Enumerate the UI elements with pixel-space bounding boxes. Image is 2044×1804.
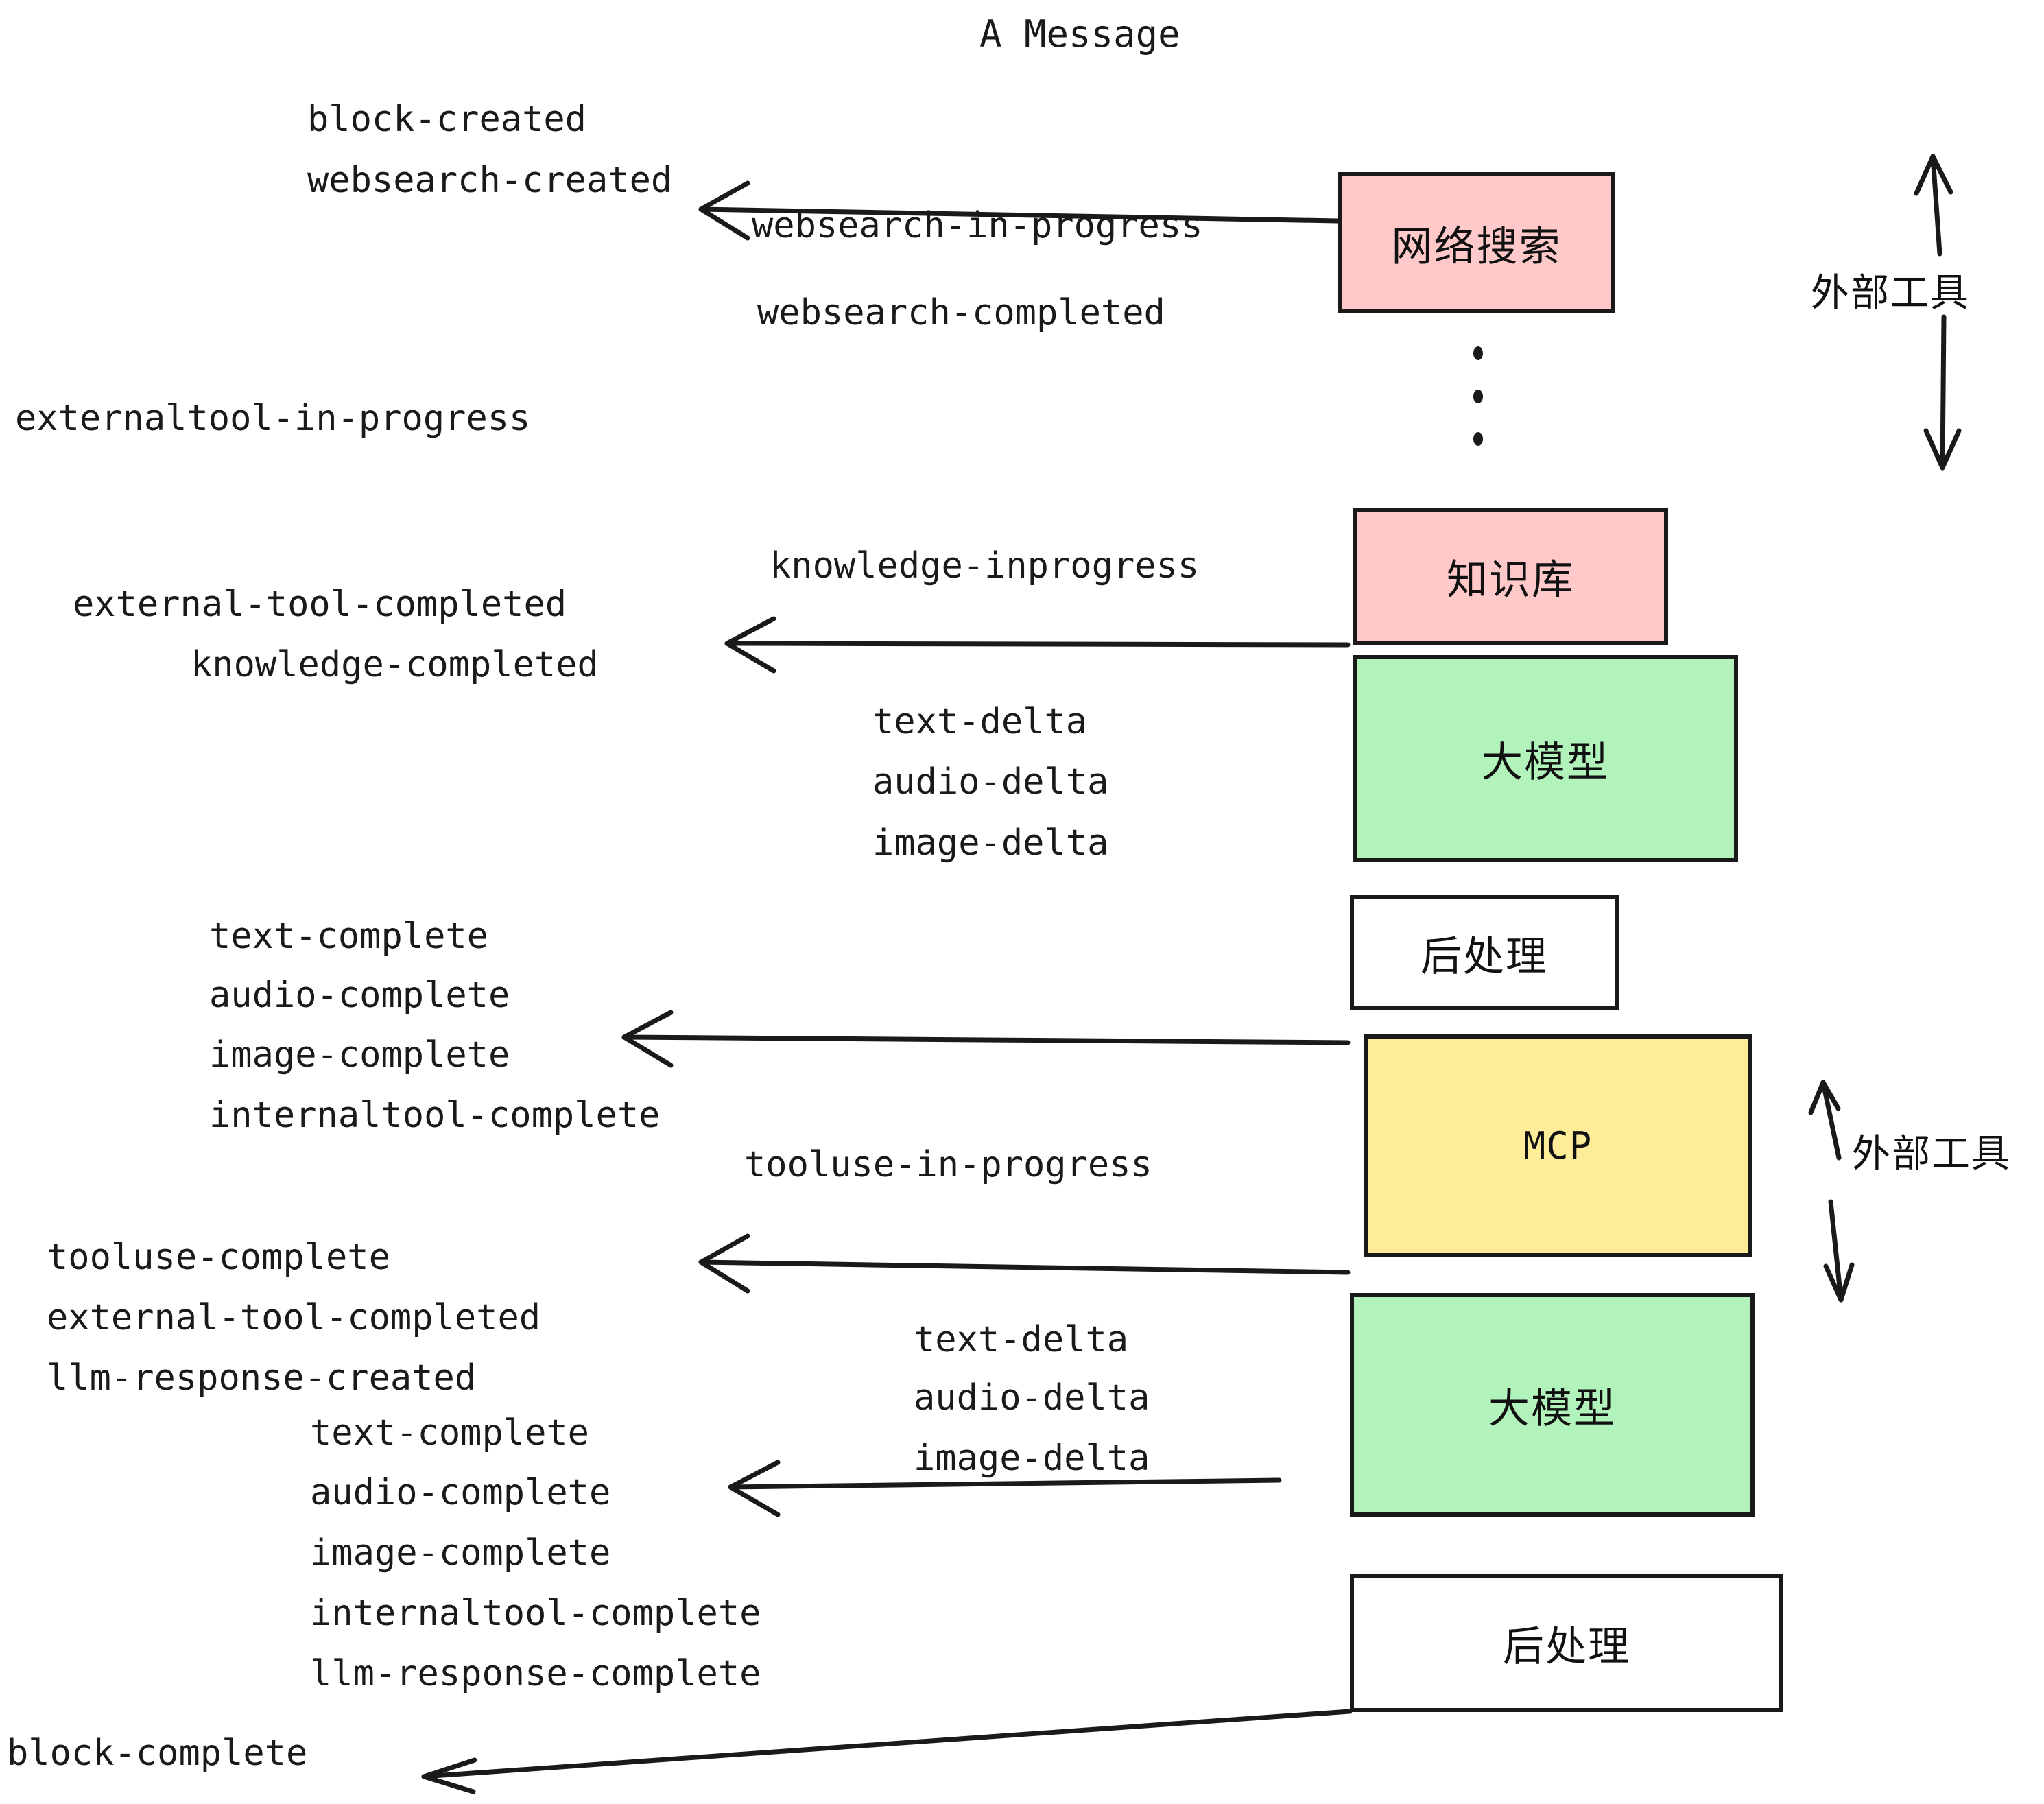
event-audio-complete-1: audio-complete (209, 975, 510, 1016)
event-external-tool-completed-2: external-tool-completed (47, 1297, 541, 1338)
event-tooluse-in-progress: tooluse-in-progress (744, 1144, 1152, 1185)
node-websearch-label: 网络搜索 (1391, 222, 1562, 271)
event-llm-response-complete: llm-response-complete (310, 1653, 761, 1694)
event-text-complete-2: text-complete (310, 1412, 589, 1453)
node-mcp-label: MCP (1523, 1124, 1593, 1167)
event-tooluse-complete: tooluse-complete (47, 1237, 390, 1278)
node-llm-top-label: 大模型 (1482, 738, 1609, 787)
event-image-delta-2: image-delta (914, 1438, 1150, 1479)
arrow-llm-bottom-to-left (728, 1477, 1282, 1490)
event-websearch-created: websearch-created (307, 160, 673, 201)
node-llm-bottom-label: 大模型 (1488, 1384, 1616, 1433)
event-audio-delta-1: audio-delta (872, 761, 1109, 803)
event-knowledge-completed: knowledge-completed (191, 644, 599, 685)
arrow-external-tools-bottom-down (1828, 1199, 1844, 1303)
arrow-external-tools-bottom-up (1820, 1080, 1842, 1161)
event-internaltool-complete-1: internaltool-complete (209, 1095, 661, 1136)
event-internaltool-complete-2: internaltool-complete (310, 1593, 761, 1634)
event-block-complete: block-complete (7, 1733, 308, 1774)
ellipsis-dot (1473, 432, 1483, 446)
node-postprocess-bottom[interactable]: 后处理 (1350, 1574, 1783, 1712)
arrow-mcp-to-left (698, 1259, 1351, 1275)
node-knowledge-label: 知识库 (1447, 556, 1574, 604)
arrow-external-tools-top-up (1930, 154, 1942, 257)
arrow-knowledge-to-left (724, 641, 1351, 648)
node-llm-top[interactable]: 大模型 (1353, 655, 1738, 862)
vertical-ellipsis (1473, 346, 1484, 446)
event-audio-complete-2: audio-complete (310, 1472, 611, 1513)
event-knowledge-inprogress: knowledge-inprogress (770, 545, 1200, 586)
external-tools-label-top: 外部工具 (1811, 271, 1970, 316)
node-websearch[interactable]: 网络搜索 (1338, 172, 1615, 313)
node-llm-bottom[interactable]: 大模型 (1350, 1293, 1755, 1517)
arrow-external-tools-top-down (1940, 314, 1947, 471)
node-postprocess-bottom-label: 后处理 (1503, 1622, 1630, 1671)
ellipsis-dot (1473, 346, 1483, 360)
page-title: A Message (979, 12, 1180, 56)
node-mcp[interactable]: MCP (1364, 1034, 1752, 1257)
event-external-tool-completed-1: external-tool-completed (73, 584, 567, 625)
event-text-complete-1: text-complete (209, 916, 488, 957)
node-postprocess-top[interactable]: 后处理 (1350, 895, 1619, 1010)
event-websearch-in-progress: websearch-in-progress (752, 205, 1203, 246)
event-websearch-completed: websearch-completed (757, 292, 1165, 333)
node-postprocess-top-label: 后处理 (1421, 932, 1548, 981)
event-externaltool-in-progress: externaltool-in-progress (15, 398, 531, 439)
external-tools-label-bottom: 外部工具 (1852, 1132, 2011, 1176)
arrow-postprocess-bottom-to-left (421, 1709, 1353, 1779)
event-audio-delta-2: audio-delta (914, 1377, 1150, 1419)
event-image-complete-2: image-complete (310, 1532, 611, 1574)
arrow-postprocess-to-left (621, 1034, 1351, 1045)
event-llm-response-created: llm-response-created (47, 1357, 477, 1399)
ellipsis-dot (1473, 389, 1483, 403)
node-knowledge[interactable]: 知识库 (1353, 508, 1668, 645)
event-text-delta-1: text-delta (872, 701, 1088, 742)
event-text-delta-2: text-delta (914, 1319, 1129, 1360)
event-block-created: block-created (307, 99, 586, 140)
event-image-complete-1: image-complete (209, 1034, 510, 1076)
event-image-delta-1: image-delta (872, 822, 1109, 864)
